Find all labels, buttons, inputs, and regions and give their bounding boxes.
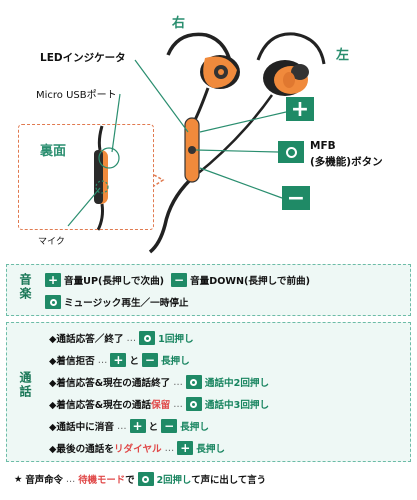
plus-icon: +	[45, 273, 61, 287]
right-label: 右	[172, 16, 186, 31]
call-panel: 通話 ◆通話応答／終了 … 1回押し ◆着信拒否 … + と − 長押し ◆着信…	[6, 322, 411, 462]
plus-icon: +	[129, 419, 146, 433]
circle-icon	[139, 331, 156, 345]
play-pause-text: ミュージック再生／一時停止	[64, 298, 189, 309]
minus-icon: −	[141, 353, 158, 367]
minus-icon: −	[161, 419, 178, 433]
music-panel: 音楽 + 音量UP(長押しで次曲) − 音量DOWN(長押しで前曲) ミュージッ…	[6, 264, 411, 316]
circle-icon	[185, 397, 202, 411]
minus-icon: −	[171, 273, 188, 287]
right-earbud	[166, 32, 240, 89]
volume-up-text: 音量UP(長押しで次曲)	[64, 276, 165, 287]
usb-port-label: Micro USBポート	[36, 90, 117, 101]
call-row-answer-hold: ◆着信応答&現在の通話保留 … 通話中3回押し	[49, 397, 270, 411]
plus-icon: +	[290, 96, 310, 122]
circle-icon	[137, 472, 154, 486]
mic-label: マイク	[38, 237, 65, 247]
minus-icon: −	[286, 185, 306, 211]
led-indicator-label: LEDインジケータ	[40, 52, 126, 64]
circle-icon	[185, 375, 202, 389]
call-header: 通話	[18, 371, 32, 399]
voice-command-row: ★ 音声命令 … 待機モードで 2回押して声に出して言う	[14, 472, 266, 486]
call-row-redial: ◆最後の通話をリダイヤル … + 長押し	[49, 441, 226, 455]
back-side-label: 裏面	[40, 144, 67, 159]
back-side-frame	[18, 124, 154, 230]
star-icon: ★	[14, 473, 23, 485]
mfb-button[interactable]	[278, 141, 304, 163]
mfb-label-line1: MFB	[310, 140, 336, 152]
plus-button[interactable]: +	[286, 96, 314, 122]
call-row-reject: ◆着信拒否 … + と − 長押し	[49, 353, 190, 367]
call-row-mute: ◆通話中に消音 … + と − 長押し	[49, 419, 209, 433]
left-label: 左	[336, 48, 350, 63]
plus-icon: +	[177, 441, 194, 455]
circle-icon	[45, 295, 61, 309]
mfb-label-line2: (多機能)ボタン	[310, 156, 383, 168]
music-header: 音楽	[18, 273, 32, 301]
music-row-volume: + 音量UP(長押しで次曲) − 音量DOWN(長押しで前曲)	[45, 273, 310, 287]
circle-icon	[285, 146, 297, 158]
minus-button[interactable]: −	[282, 185, 310, 211]
volume-down-text: 音量DOWN(長押しで前曲)	[190, 276, 311, 287]
music-row-play: ミュージック再生／一時停止	[45, 295, 189, 309]
plus-icon: +	[110, 353, 127, 367]
call-row-answer: ◆通話応答／終了 … 1回押し	[49, 331, 194, 345]
left-earbud	[256, 32, 326, 96]
earphone-illustration	[67, 32, 326, 254]
call-row-answer-end: ◆着信応答&現在の通話終了 … 通話中2回押し	[49, 375, 270, 389]
